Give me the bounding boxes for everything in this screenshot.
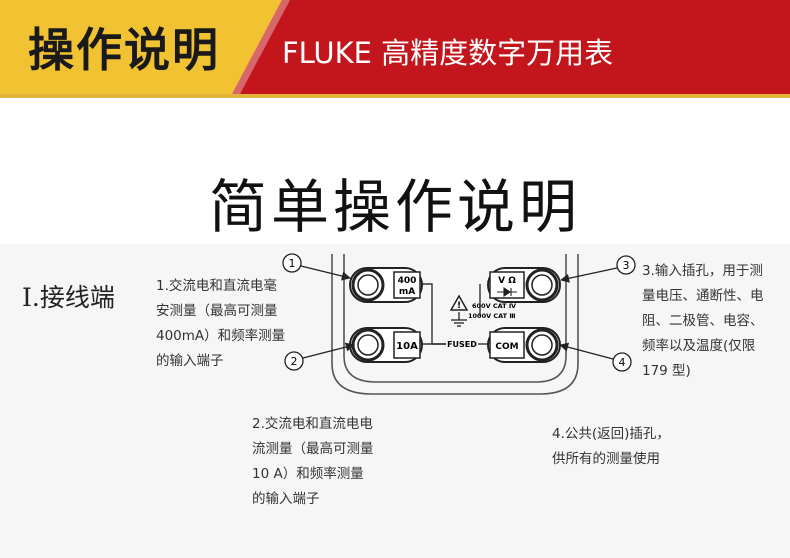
description-2-line: 2.交流电和直流电电 bbox=[252, 416, 373, 432]
callout-4-number: 4 bbox=[619, 356, 626, 369]
svg-text:!: ! bbox=[457, 301, 461, 311]
meter-body-outline bbox=[331, 254, 579, 395]
description-1: 1.交流电和直流电毫 安测量（最高可测量 400mA）和频率测量 的输入端子 bbox=[156, 274, 285, 374]
terminal-diagram: 400 mA 10A V Ω COM FUSED ! bbox=[282, 253, 636, 395]
callout-arrows bbox=[300, 265, 618, 360]
jack-v-label: V Ω bbox=[498, 276, 516, 286]
description-2: 2.交流电和直流电电 流测量（最高可测量 10 A）和频率测量 的输入端子 bbox=[252, 412, 374, 512]
callout-2-number: 2 bbox=[291, 355, 298, 368]
jack-v: V Ω bbox=[487, 267, 561, 303]
description-2-line: 的输入端子 bbox=[252, 491, 320, 507]
callout-1-number: 1 bbox=[289, 257, 296, 270]
description-3-line: 阻、二极管、电容、 bbox=[642, 313, 764, 329]
cat-rating-line1: 600V CAT Ⅳ bbox=[472, 302, 517, 310]
description-1-line: 400mA）和频率测量 bbox=[156, 328, 286, 344]
description-3-line: 频率以及温度(仅限 bbox=[642, 338, 756, 354]
banner-divider bbox=[0, 94, 790, 98]
banner-yellow-shape bbox=[0, 0, 290, 94]
jack-10a-label: 10A bbox=[396, 341, 418, 352]
page-title: 简单操作说明 bbox=[208, 173, 581, 241]
jack-ma-label-top: 400 bbox=[398, 276, 417, 286]
description-4-line: 供所有的测量使用 bbox=[552, 451, 660, 467]
callout-1: 1 bbox=[282, 253, 302, 273]
jack-ma-label-bottom: mA bbox=[399, 287, 415, 297]
callout-2: 2 bbox=[284, 351, 304, 371]
description-3-line: 量电压、通断性、电 bbox=[642, 288, 764, 304]
description-2-line: 流测量（最高可测量 bbox=[252, 441, 374, 457]
header-title-right: FLUKE 高精度数字万用表 bbox=[282, 36, 614, 70]
jack-ma: 400 mA bbox=[349, 267, 423, 303]
description-3: 3.输入插孔，用于测 量电压、通断性、电 阻、二极管、电容、 频率以及温度(仅限… bbox=[642, 259, 764, 384]
description-1-line: 的输入端子 bbox=[156, 353, 224, 369]
description-1-line: 1.交流电和直流电毫 bbox=[156, 278, 277, 294]
warning-triangle-icon: ! bbox=[449, 294, 469, 311]
fused-label: FUSED bbox=[447, 340, 477, 349]
jack-com: COM bbox=[487, 327, 561, 363]
description-3-line: 179 型) bbox=[642, 363, 691, 379]
jack-com-label: COM bbox=[495, 342, 518, 352]
header-banner: 操作说明 FLUKE 高精度数字万用表 bbox=[0, 0, 790, 98]
callout-4: 4 bbox=[612, 352, 632, 372]
ground-icon bbox=[451, 312, 467, 327]
description-4-line: 4.公共(返回)插孔， bbox=[552, 426, 670, 442]
description-1-line: 安测量（最高可测量 bbox=[156, 303, 278, 319]
header-title-left: 操作说明 bbox=[28, 23, 220, 77]
description-2-line: 10 A）和频率测量 bbox=[252, 466, 364, 482]
diode-icon bbox=[497, 286, 517, 298]
description-4: 4.公共(返回)插孔， 供所有的测量使用 bbox=[552, 422, 670, 472]
section-label: I.接线端 bbox=[22, 283, 115, 312]
cat-rating-line2: 1000V CAT Ⅲ bbox=[468, 312, 516, 320]
callout-3: 3 bbox=[616, 255, 636, 275]
description-3-line: 3.输入插孔，用于测 bbox=[642, 263, 763, 279]
jack-10a: 10A bbox=[349, 327, 423, 363]
callout-3-number: 3 bbox=[623, 259, 630, 272]
